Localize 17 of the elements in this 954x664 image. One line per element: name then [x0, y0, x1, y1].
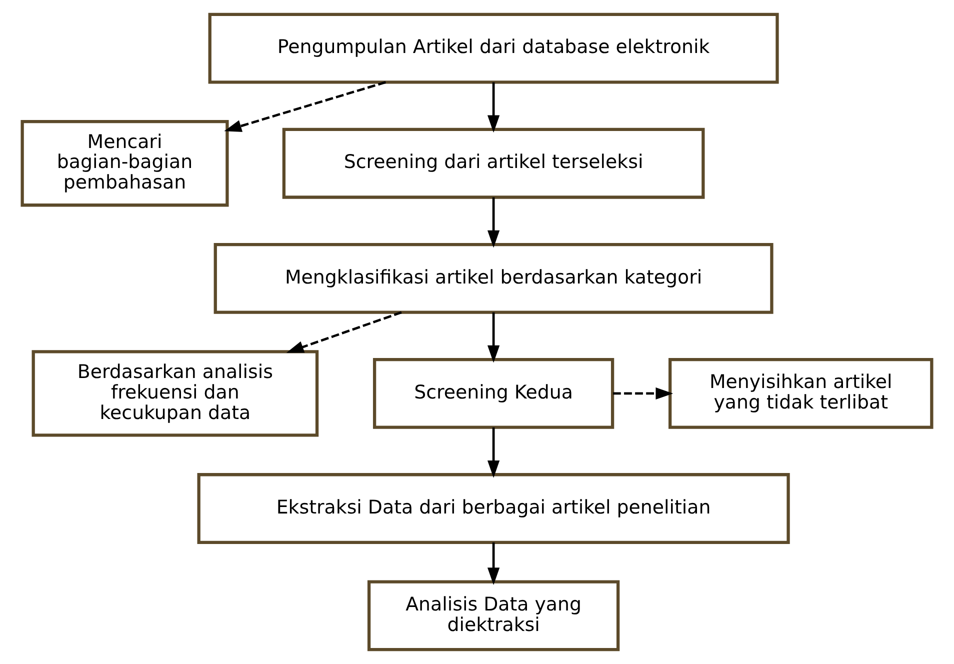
arrow [487, 197, 500, 248]
arrow [224, 81, 386, 132]
arrow [286, 311, 402, 353]
arrow [613, 387, 674, 400]
arrow [487, 427, 500, 478]
node-box: Berdasarkan analisis frekuensi dan kecukupan data [32, 350, 319, 437]
node-box: Screening Kedua [372, 358, 614, 429]
node-box: Mencari bagian-bagian pembahasan [20, 120, 229, 207]
arrow [487, 312, 500, 363]
node-box: Mengklasifikasi artikel berdasarkan kategori [214, 242, 774, 314]
node-box: Menyisihkan artikel yang tidak terlibat [668, 358, 934, 429]
node-box: Pengumpulan Artikel dari database elektronik [208, 12, 779, 84]
node-box: Screening dari artikel terseleksi [282, 128, 705, 199]
node-box: Ekstraksi Data dari berbagai artikel penelitian [197, 473, 790, 544]
node-box: Analisis Data yang diektraksi [367, 580, 620, 652]
arrow [487, 542, 500, 586]
arrow [487, 82, 500, 133]
